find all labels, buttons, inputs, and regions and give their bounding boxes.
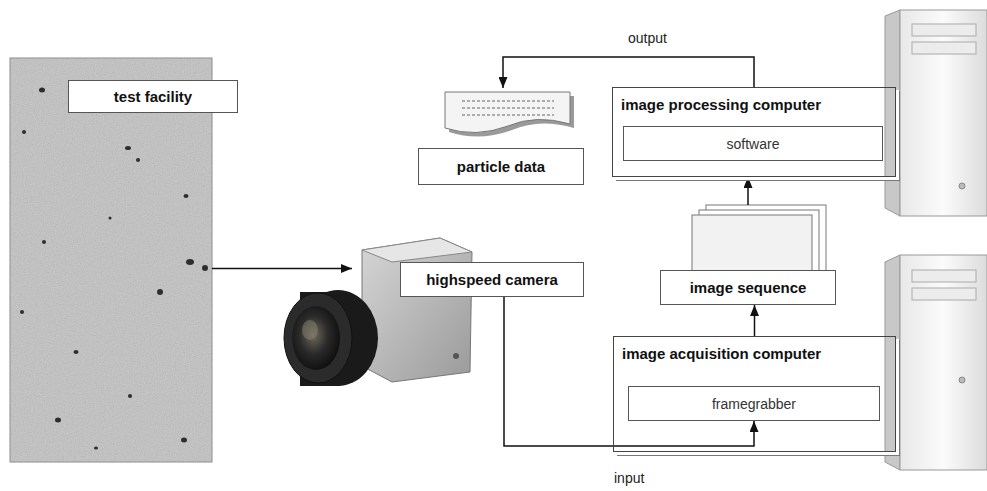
- document-node: particle data: [418, 88, 584, 185]
- connector-arrow: [504, 297, 754, 446]
- box-title: image sequence: [690, 279, 807, 296]
- component-label: software: [727, 136, 780, 152]
- box-title: highspeed camera: [426, 271, 558, 288]
- particle-photo: [10, 58, 212, 462]
- computer-tower: [885, 255, 987, 470]
- connector-arrow: [212, 268, 352, 270]
- camera-node: highspeed camera: [352, 240, 584, 297]
- connector-arrow: [503, 57, 754, 88]
- label-box: test facility: [68, 80, 238, 113]
- software-box: software: [623, 126, 883, 161]
- component-label: framegrabber: [712, 396, 796, 412]
- document-icon: [445, 92, 574, 137]
- computer-box: image acquisition computer framegrabber: [613, 336, 896, 452]
- computer-tower: [885, 10, 987, 216]
- label-box: image sequence: [660, 270, 836, 305]
- box-title: test facility: [114, 88, 192, 105]
- camera-illustration: [284, 238, 472, 386]
- connector-arrow: [747, 177, 749, 205]
- edge-label: input: [611, 470, 647, 486]
- box-title: image acquisition computer: [622, 345, 821, 362]
- label-box: highspeed camera: [400, 262, 584, 297]
- photo-panel: test facility: [10, 58, 212, 462]
- framegrabber-box: framegrabber: [628, 386, 880, 421]
- box-title: image processing computer: [621, 96, 821, 113]
- computer-box: image processing computer software: [612, 87, 896, 177]
- sequence-node: image sequence: [660, 205, 836, 305]
- edge-label: output: [625, 30, 670, 46]
- connector-arrow: [754, 305, 756, 336]
- box-title: particle data: [457, 158, 545, 175]
- label-box: particle data: [418, 148, 584, 185]
